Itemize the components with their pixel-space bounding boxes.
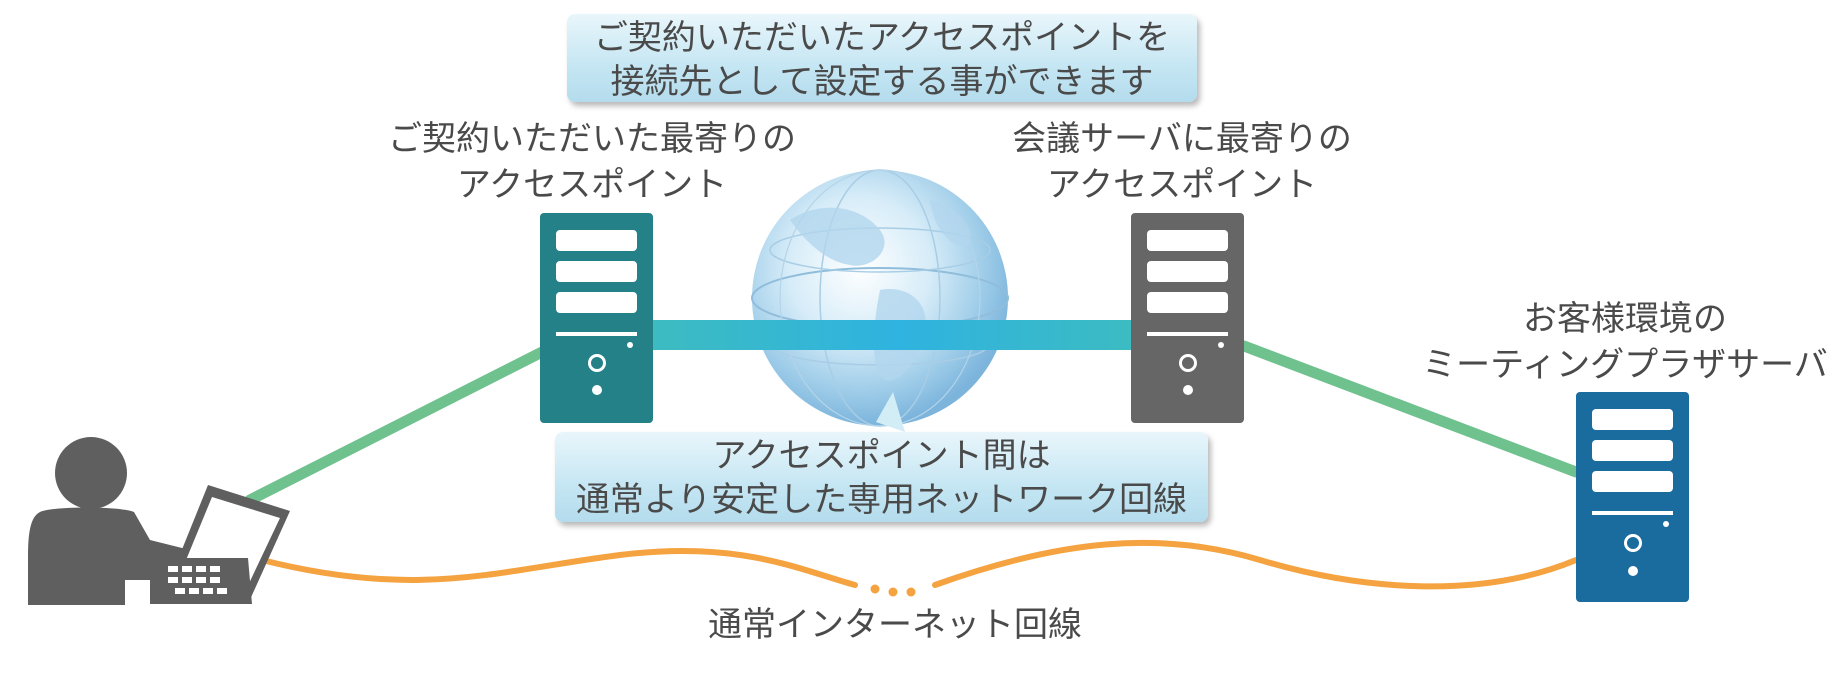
access-line-right	[1238, 340, 1582, 478]
access-line-left	[244, 344, 552, 506]
callout-bottom-line2: 通常より安定した専用ネットワーク回線	[575, 480, 1188, 520]
internet-line-label: 通常インターネット回線	[690, 602, 1100, 648]
callout-top-line2: 接続先として設定する事ができます	[610, 62, 1154, 102]
left-access-point-label-line2: アクセスポイント	[456, 165, 728, 205]
callout-pointer	[876, 392, 905, 432]
meeting-server-label: お客様環境の ミーティングプラザサーバ	[1420, 296, 1830, 388]
dedicated-line	[648, 320, 1148, 350]
right-access-point-label-line2: アクセスポイント	[1046, 165, 1318, 205]
meeting-server-label-line2: ミーティングプラザサーバ	[1422, 345, 1828, 385]
user-with-laptop-icon	[28, 437, 290, 605]
left-access-point-label: ご契約いただいた最寄りの アクセスポイント	[382, 116, 802, 208]
right-access-point-server	[1131, 213, 1244, 423]
callout-bottom: アクセスポイント間は 通常より安定した専用ネットワーク回線	[555, 432, 1208, 522]
internet-line-label-text: 通常インターネット回線	[708, 605, 1082, 645]
right-access-point-label-line1: 会議サーバに最寄りの	[1012, 119, 1352, 159]
meeting-server-label-line1: お客様環境の	[1523, 299, 1727, 339]
callout-bottom-line1: アクセスポイント間は	[712, 436, 1051, 476]
left-access-point-label-line1: ご契約いただいた最寄りの	[388, 119, 796, 159]
meeting-plaza-server	[1576, 392, 1689, 602]
internet-line-left-segment	[259, 547, 858, 588]
internet-line-gap-dots	[870, 584, 916, 597]
globe-icon	[751, 169, 1009, 427]
callout-top-line1: ご契約いただいたアクセスポイントを	[593, 18, 1171, 58]
internet-line-right-segment	[932, 539, 1579, 590]
callout-top: ご契約いただいたアクセスポイントを 接続先として設定する事ができます	[567, 14, 1197, 102]
right-access-point-label: 会議サーバに最寄りの アクセスポイント	[1002, 116, 1362, 208]
left-access-point-server	[540, 213, 653, 423]
